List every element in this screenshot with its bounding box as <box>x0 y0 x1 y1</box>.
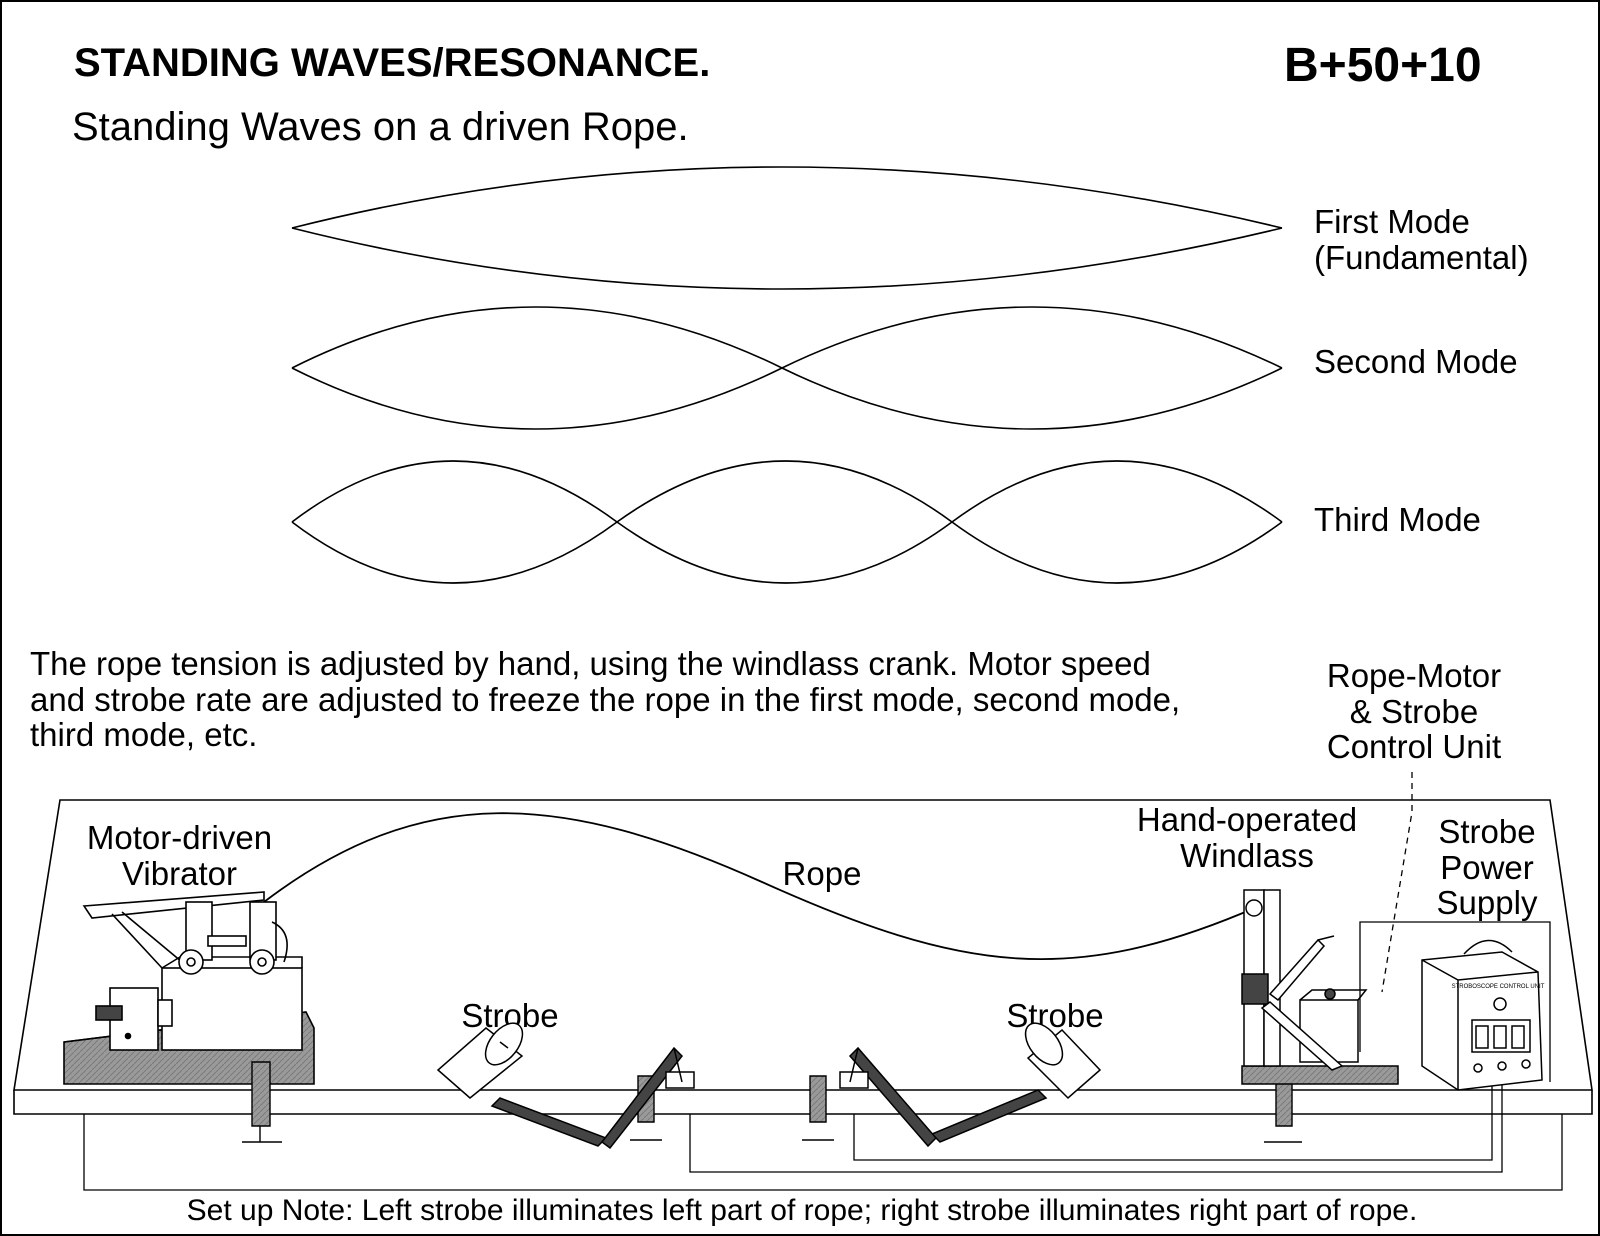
page-subtitle: Standing Waves on a driven Rope. <box>72 105 689 149</box>
rope <box>263 812 1258 960</box>
page-title: STANDING WAVES/RESONANCE. <box>74 41 711 85</box>
stroboscope-unit-text: STROBOSCOPE CONTROL UNIT <box>1452 984 1545 990</box>
first-mode-wave <box>291 166 1283 290</box>
vibrator-assembly <box>63 891 315 1085</box>
power-supply-label: Strobe Power Supply <box>1436 813 1538 922</box>
mode-label-first: First Mode (Fundamental) <box>1314 203 1529 276</box>
windlass-label: Hand-operated Windlass <box>1136 801 1358 874</box>
mode-label-second: Second Mode <box>1314 343 1518 380</box>
setup-note: Set up Note: Left strobe illuminates lef… <box>186 1194 1418 1227</box>
strobe-right-label: Strobe <box>1006 997 1104 1034</box>
strobe-right-lamp <box>839 1022 1102 1148</box>
strobe-left-lamp <box>436 1022 695 1150</box>
control-unit-leader <box>1381 772 1413 993</box>
clamp-vibrator <box>242 1061 282 1143</box>
bench <box>13 799 1593 1115</box>
rope-label: Rope <box>782 855 862 892</box>
mode-label-third: Third Mode <box>1314 501 1481 538</box>
second-mode-wave <box>291 306 1283 430</box>
power-cords <box>83 921 1563 1191</box>
third-mode-wave <box>291 460 1283 584</box>
control-unit-label: Rope-Motor & Strobe Control Unit <box>1326 657 1502 766</box>
diagram-code: B+50+10 <box>1284 39 1482 92</box>
vibrator-label: Motor-driven Vibrator <box>86 819 273 892</box>
clamp-right-strobe <box>802 1075 834 1141</box>
strobe-power-supply <box>1421 939 1543 1091</box>
description-text: The rope tension is adjusted by hand, us… <box>30 645 1181 754</box>
windlass-assembly <box>1241 889 1399 1085</box>
